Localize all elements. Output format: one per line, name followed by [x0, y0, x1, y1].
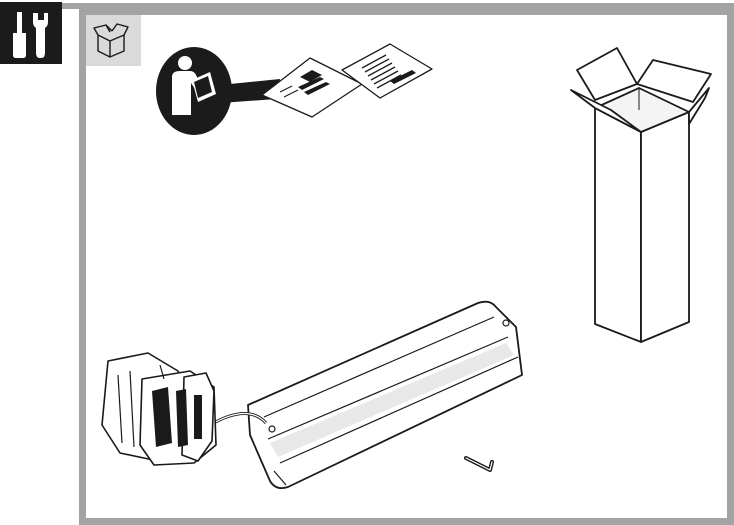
tools-icon: [13, 12, 48, 58]
unbox-step-tab: [86, 15, 141, 66]
rail-motor-assembly-illustration: [101, 300, 523, 490]
open-box-icon: [93, 23, 129, 58]
shipping-box-illustration: [570, 47, 712, 343]
hex-key-icon: [464, 456, 494, 472]
header-bar: [62, 3, 734, 9]
tools-tab: [0, 2, 62, 64]
read-manual-icon: [156, 43, 433, 135]
